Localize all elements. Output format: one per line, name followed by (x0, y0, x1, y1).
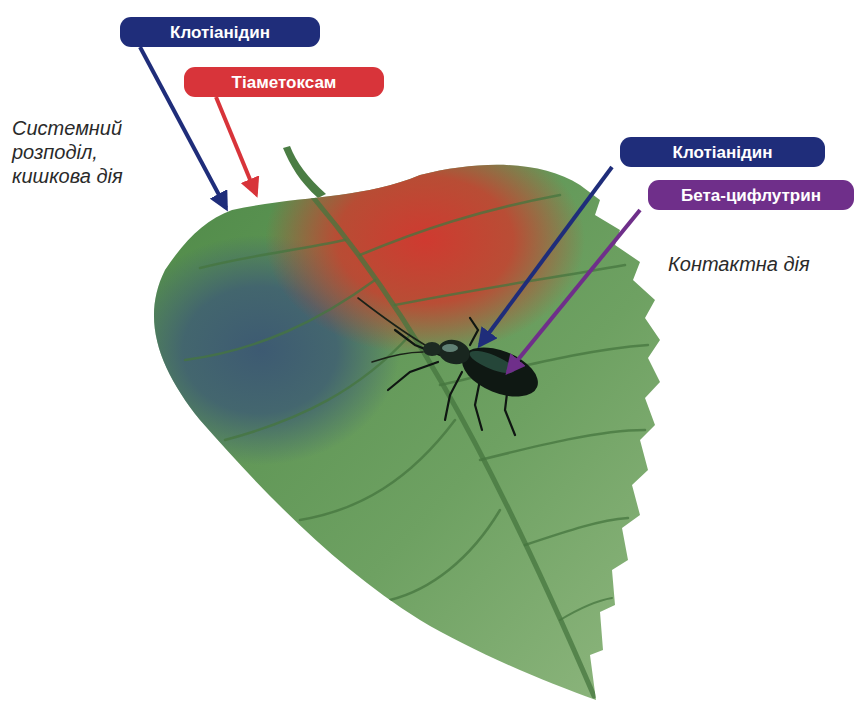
systemic-zone-red (265, 125, 585, 355)
illustration-part (185, 280, 375, 360)
beetle-pronotum (435, 336, 472, 367)
substance-name: Тіаметоксам (232, 74, 337, 91)
beetle-antennae (358, 298, 425, 362)
illustration-part (300, 420, 455, 520)
illustration-part (358, 298, 425, 345)
illustration-part (388, 362, 438, 390)
beetle-head (423, 342, 441, 356)
illustration-part (560, 598, 612, 620)
leaf-overlay (120, 125, 648, 696)
substance-pill: Клотіанідин (120, 17, 320, 47)
illustration-part (372, 352, 423, 362)
illustration-part (225, 335, 410, 440)
illustration-part (395, 330, 440, 355)
beetle-highlight (442, 344, 458, 352)
substance-pill: Бета-цифлутрин (648, 180, 854, 210)
leaf-veins (185, 195, 648, 696)
substance-name: Бета-цифлутрин (681, 187, 821, 204)
leader-arrow (480, 167, 612, 345)
illustration-part (312, 196, 594, 696)
substance-name: Клотіанідин (170, 24, 270, 41)
illustration-part (480, 430, 645, 460)
leader-arrow (508, 210, 640, 372)
substance-pill: Тіаметоксам (184, 67, 384, 97)
substance-pill: Клотіанідин (620, 137, 825, 167)
action-note: Системний розподіл, кишкова дія (12, 116, 177, 188)
illustration-part (445, 372, 462, 420)
action-note: Контактна дія (668, 252, 853, 276)
leaf-stem (283, 146, 326, 198)
leader-arrow (216, 97, 256, 194)
illustration-part (470, 318, 478, 345)
beetle-elytra (455, 338, 545, 407)
leader-arrows (140, 47, 640, 372)
illustration-part (390, 510, 500, 600)
illustration-part (525, 518, 628, 545)
substance-name: Клотіанідин (673, 144, 773, 161)
beetle (358, 298, 545, 435)
illustration-part (475, 380, 482, 430)
illustration-part (360, 195, 560, 255)
illustration-part (200, 240, 345, 268)
